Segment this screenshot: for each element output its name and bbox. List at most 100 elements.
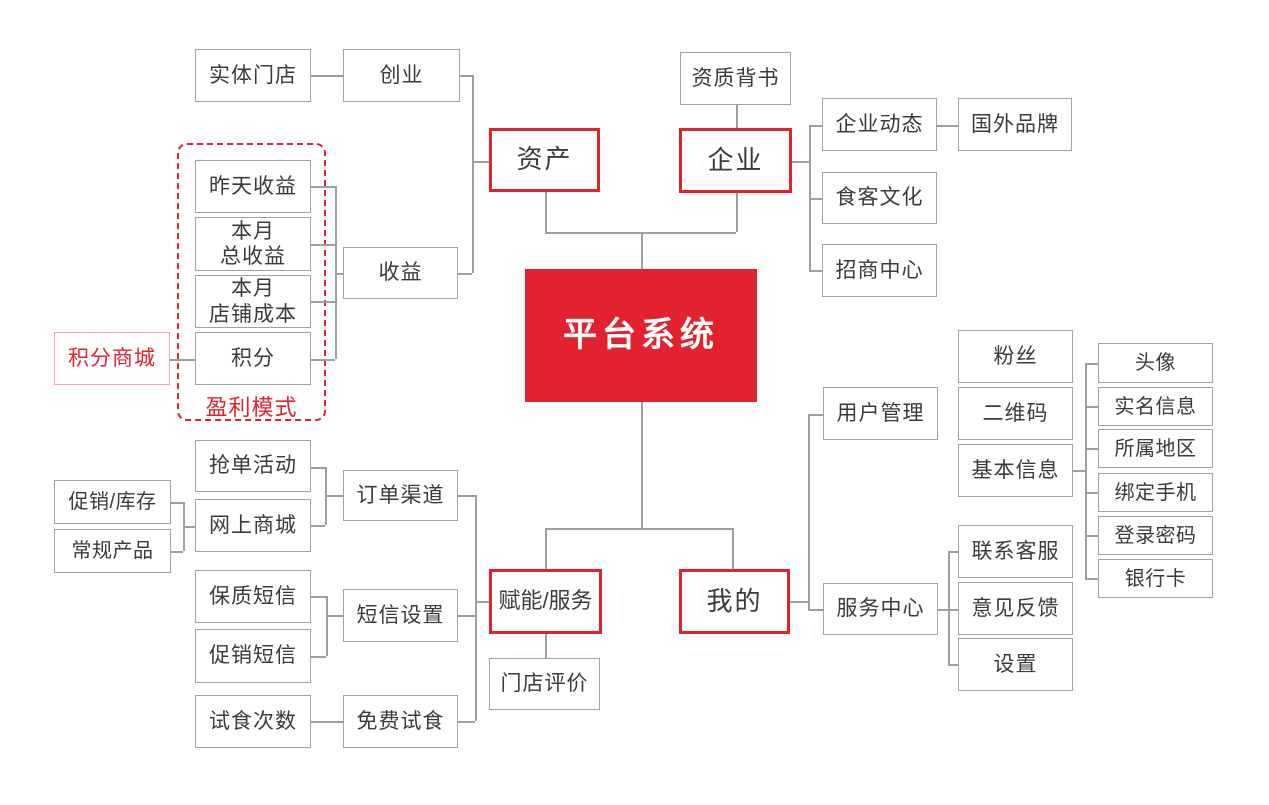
node-mine[interactable]: 我的 [679, 569, 790, 634]
node-foreign-brands[interactable]: 国外品牌 [958, 98, 1072, 151]
connector-line [808, 414, 810, 609]
node-store-reviews[interactable]: 门店评价 [489, 658, 600, 710]
node-empower-service[interactable]: 赋能/服务 [489, 569, 602, 634]
node-contact-support[interactable]: 联系客服 [958, 525, 1073, 578]
node-physical-store[interactable]: 实体门店 [195, 49, 311, 102]
node-month-store-cost[interactable]: 本月 店铺成本 [195, 275, 311, 328]
node-label: 本月 总收益 [220, 219, 286, 268]
node-enterprise-news[interactable]: 企业动态 [822, 98, 937, 151]
node-points-mall[interactable]: 积分商城 [54, 332, 170, 385]
node-label: 免费试食 [356, 709, 445, 733]
connector-line [641, 402, 643, 528]
node-label: 招商中心 [835, 258, 924, 282]
connector-line [545, 528, 547, 569]
connector-line [641, 232, 643, 269]
connector-line [475, 601, 489, 603]
node-login-password[interactable]: 登录密码 [1098, 516, 1213, 555]
node-bind-phone[interactable]: 绑定手机 [1098, 473, 1213, 512]
node-feedback[interactable]: 意见反馈 [958, 582, 1073, 635]
node-qr-code[interactable]: 二维码 [958, 387, 1073, 440]
node-label: 企业 [707, 144, 764, 175]
node-bank-card[interactable]: 银行卡 [1098, 559, 1213, 598]
connector-line [1073, 470, 1085, 472]
node-real-name-info[interactable]: 实名信息 [1098, 387, 1213, 426]
node-label: 试食次数 [209, 709, 297, 733]
connector-line [809, 125, 822, 127]
node-fans[interactable]: 粉丝 [958, 330, 1073, 383]
connector-line [326, 615, 343, 617]
node-promotion-sms[interactable]: 促销短信 [195, 629, 311, 683]
node-label: 企业动态 [835, 112, 924, 136]
node-label: 我的 [706, 585, 763, 616]
node-region[interactable]: 所属地区 [1098, 429, 1213, 468]
node-label: 国外品牌 [971, 112, 1059, 136]
node-order-channels[interactable]: 订单渠道 [343, 470, 458, 521]
node-label: 实名信息 [1114, 395, 1197, 418]
node-yesterday-earnings[interactable]: 昨天收益 [195, 160, 311, 213]
node-user-management[interactable]: 用户管理 [823, 387, 938, 440]
node-label: 促销短信 [209, 644, 297, 668]
node-enterprise[interactable]: 企业 [679, 128, 792, 193]
node-label: 二维码 [982, 401, 1049, 425]
connector-line [1085, 363, 1098, 365]
node-avatar[interactable]: 头像 [1098, 343, 1213, 383]
node-label: 积分商城 [68, 346, 156, 370]
connector-line [311, 75, 343, 77]
node-assets[interactable]: 资产 [489, 128, 600, 192]
node-label: 用户管理 [836, 401, 925, 425]
node-label: 联系客服 [971, 539, 1060, 563]
node-sms-settings[interactable]: 短信设置 [343, 589, 458, 642]
connector-line [311, 721, 343, 723]
connector-line [809, 198, 822, 200]
connector-line [170, 359, 195, 361]
connector-line [458, 615, 475, 617]
node-label: 所属地区 [1114, 437, 1197, 460]
connector-line [545, 634, 547, 658]
connector-line [311, 359, 335, 361]
connector-line [1085, 492, 1098, 494]
node-basic-info[interactable]: 基本信息 [958, 444, 1073, 497]
connector-line [792, 161, 809, 163]
node-quality-sms[interactable]: 保质短信 [195, 570, 311, 623]
connector-line [458, 721, 475, 723]
connector-line [326, 596, 328, 656]
node-diner-culture[interactable]: 食客文化 [822, 172, 937, 224]
node-earnings[interactable]: 收益 [343, 247, 458, 299]
node-label: 昨天收益 [209, 174, 297, 198]
node-label: 登录密码 [1114, 524, 1197, 547]
connector-line [335, 273, 343, 275]
profit-model-label: 盈利模式 [205, 395, 298, 420]
node-grab-order-activity[interactable]: 抢单活动 [195, 440, 311, 492]
node-qualification-endorsement[interactable]: 资质背书 [680, 52, 791, 105]
connector-line [1085, 406, 1098, 408]
node-label: 抢单活动 [209, 454, 297, 478]
node-platform-system[interactable]: 平台系统 [525, 269, 757, 402]
connector-line [736, 193, 738, 232]
connector-line [1085, 578, 1098, 580]
node-investment-center[interactable]: 招商中心 [822, 244, 937, 297]
node-regular-products[interactable]: 常规产品 [54, 529, 171, 573]
node-tasting-count[interactable]: 试食次数 [195, 695, 311, 748]
node-service-center[interactable]: 服务中心 [823, 583, 938, 635]
connector-line [790, 601, 808, 603]
connector-line [472, 161, 489, 163]
connector-line [808, 609, 823, 611]
node-label: 本月 店铺成本 [209, 277, 297, 326]
node-promotion-inventory[interactable]: 促销/库存 [54, 480, 171, 524]
node-month-total-earnings[interactable]: 本月 总收益 [195, 217, 311, 271]
connector-line [458, 273, 472, 275]
connector-line [311, 467, 325, 469]
node-settings[interactable]: 设置 [958, 638, 1073, 691]
node-free-tasting[interactable]: 免费试食 [343, 695, 458, 748]
node-points[interactable]: 积分 [195, 332, 311, 385]
profit-model-group-outline [177, 143, 326, 421]
node-label: 门店评价 [500, 672, 589, 696]
connector-line [325, 495, 343, 497]
node-online-mall[interactable]: 网上商城 [195, 499, 311, 552]
connector-line [809, 270, 822, 272]
connector-line [183, 526, 195, 528]
connector-line [948, 551, 950, 664]
connector-line [948, 664, 958, 666]
node-startup[interactable]: 创业 [343, 49, 460, 102]
node-label: 食客文化 [835, 186, 924, 210]
